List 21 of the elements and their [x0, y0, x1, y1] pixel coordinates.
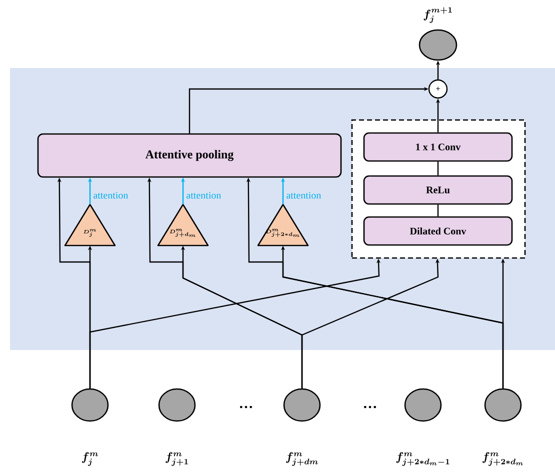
feature-circle: [71, 388, 109, 422]
feature-label: $f_j^{m+1}$: [424, 7, 452, 23]
detector-triangle: $D_j^m$: [64, 204, 116, 246]
feature-label: $f_{j+1}^m$: [166, 452, 188, 466]
layer-box: Attentive pooling: [37, 133, 342, 178]
layer-box: Dilated Conv: [363, 216, 513, 246]
feature-circle: [158, 388, 196, 422]
feature-label: $f_{j+2*d_m}^m$: [482, 452, 523, 466]
feature-circle: [283, 388, 321, 422]
feature-circle: [404, 388, 442, 422]
detector-triangle: $D_{j+d_m}^m$: [157, 204, 209, 246]
ellipsis: …: [240, 406, 252, 408]
feature-circle: [484, 388, 522, 422]
detector-triangle: $D_{j+2*d_m}^m$: [257, 204, 309, 246]
layer-box: 1 x 1 Conv: [363, 132, 513, 162]
feature-label: $f_{j+dm}^m$: [286, 452, 318, 466]
feature-label: $f_{j+2*d_m-1}^m$: [396, 452, 450, 466]
ellipsis: …: [364, 406, 376, 408]
feature-label: $f_j^m$: [82, 452, 98, 466]
layer-box: ReLu: [363, 175, 513, 205]
feature-circle: [418, 29, 458, 61]
